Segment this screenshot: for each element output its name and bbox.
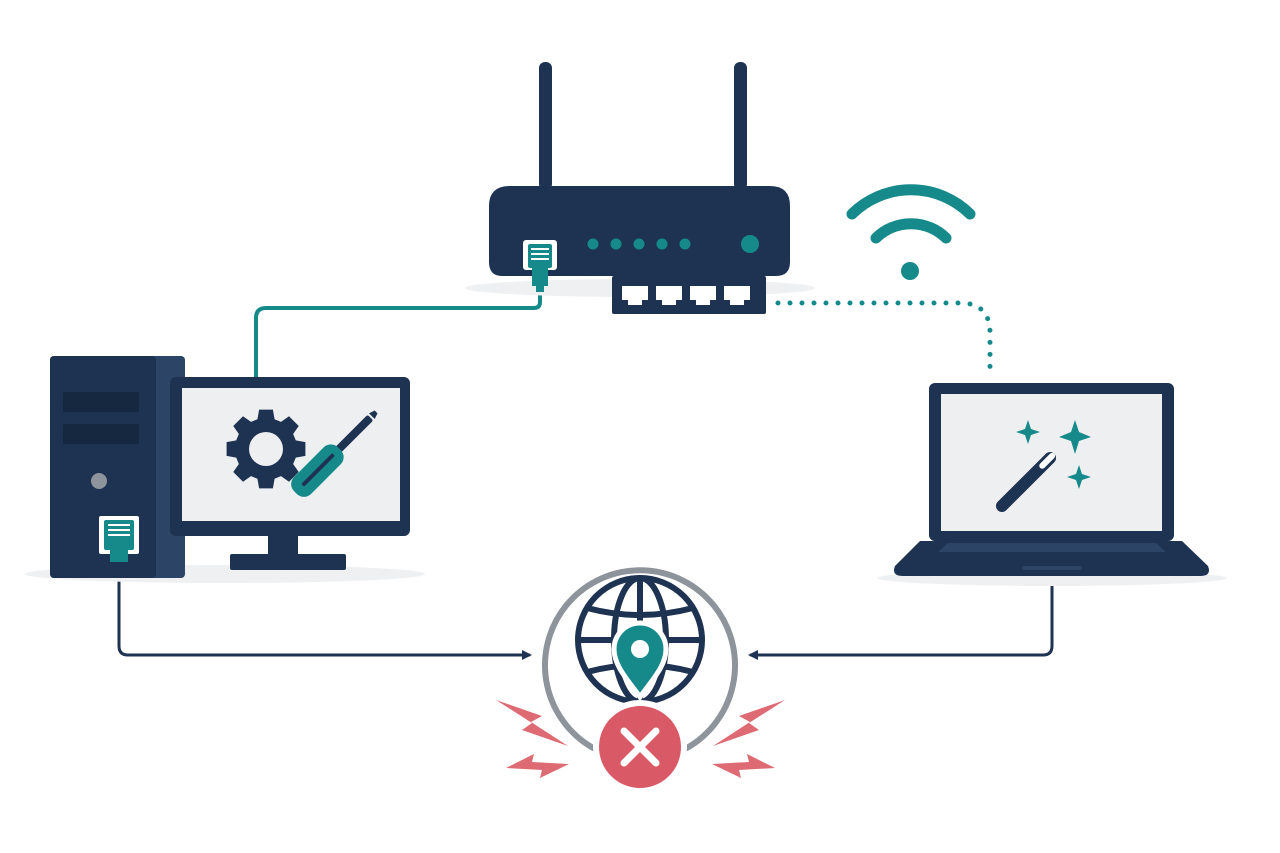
- desktop-computer-icon: [25, 356, 425, 583]
- laptop-icon: [877, 383, 1227, 586]
- router-lan-port: [690, 286, 716, 305]
- error-spark-icons: [496, 700, 785, 778]
- wireless-link-router-laptop: [775, 300, 993, 381]
- router-antenna-right: [734, 62, 747, 190]
- magic-wand-icon: [995, 451, 1057, 513]
- arrow-desktop-to-internet: [117, 560, 532, 660]
- arrow-laptop-to-internet: [748, 580, 1054, 660]
- wifi-router-icon: [465, 62, 815, 314]
- router-lan-port-block: [612, 276, 766, 314]
- router-led: [587, 238, 599, 250]
- router-status-leds: [587, 238, 691, 250]
- laptop-trackpad: [1022, 566, 1082, 570]
- desktop-monitor-stand: [230, 554, 346, 570]
- router-body: [489, 186, 790, 276]
- connection-lines: [117, 290, 1054, 660]
- globe-location-pin-icon: [496, 567, 785, 794]
- router-led: [679, 238, 691, 250]
- router-led: [633, 238, 645, 250]
- error-x-icon: [593, 700, 687, 794]
- gear-icon: [226, 409, 306, 489]
- router-antenna-left: [539, 62, 552, 190]
- location-pin-icon: [611, 620, 669, 702]
- sparkle-icon: [1016, 420, 1091, 489]
- router-lan-port: [656, 286, 682, 305]
- router-power-led: [741, 235, 759, 253]
- screwdriver-icon: [291, 410, 378, 497]
- globe-status-ring: [542, 567, 738, 753]
- laptop-keyboard: [938, 543, 1166, 552]
- router-led: [656, 238, 668, 250]
- desktop-power-button: [91, 473, 107, 489]
- router-led: [610, 238, 622, 250]
- router-lan-port: [622, 286, 648, 305]
- ethernet-cable-router-desktop: [254, 290, 542, 380]
- router-lan-ports: [622, 286, 750, 305]
- router-wan-plug: [528, 244, 552, 268]
- router-lan-port: [724, 286, 750, 305]
- wifi-signal-icon: [846, 184, 976, 280]
